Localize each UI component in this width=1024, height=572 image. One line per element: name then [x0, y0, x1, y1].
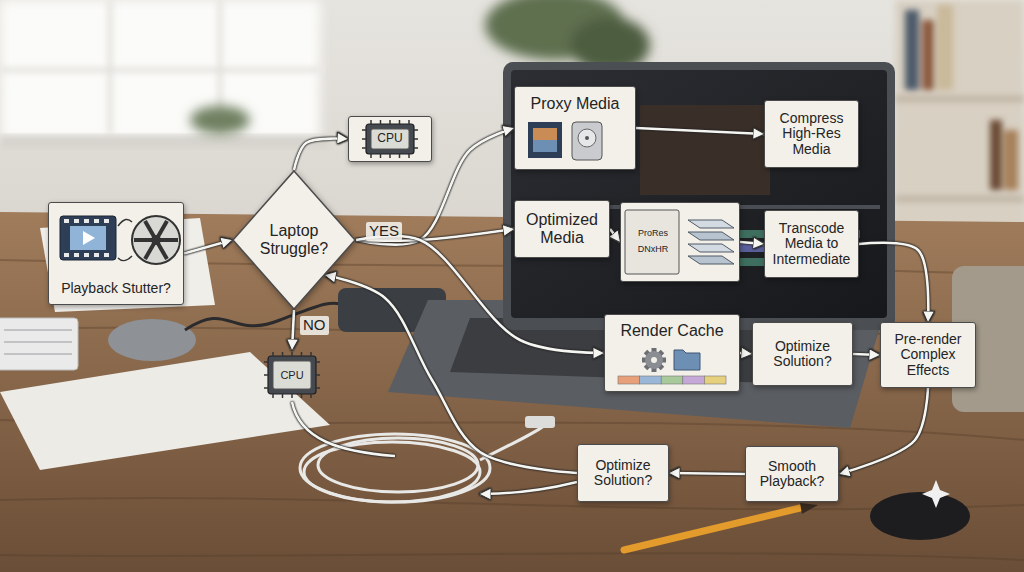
node-text: Pre-render Complex Effects	[885, 332, 971, 378]
connector-line	[356, 128, 514, 245]
node-text: Smooth Playback?	[750, 459, 834, 490]
connector-line	[184, 240, 232, 254]
text-block: Playback Stutter?	[55, 281, 177, 296]
process-box: Render Cache	[604, 314, 740, 392]
flow-arrow	[636, 128, 764, 134]
node-text: Render Cache	[620, 322, 723, 340]
process-box: Proxy Media	[514, 86, 636, 170]
node-icon	[60, 216, 180, 264]
mouse	[108, 319, 196, 361]
flow-arrow	[292, 310, 294, 350]
sparkle	[922, 480, 950, 508]
stray-line	[292, 402, 395, 456]
process-box: Compress High-Res Media	[764, 100, 859, 168]
text-block: Proxy Media	[521, 95, 629, 113]
node-icon	[362, 120, 418, 158]
window-frame	[0, 0, 320, 135]
node-icon	[264, 352, 320, 398]
flow-arrow	[740, 353, 752, 354]
stray-arrow	[480, 482, 577, 494]
node-icon	[233, 171, 355, 309]
node-graphic	[620, 202, 738, 280]
keyboard-keys	[4, 330, 72, 354]
node-text: CPU	[377, 132, 402, 145]
connector-line	[740, 242, 764, 244]
connector-line	[853, 354, 880, 355]
flow-arrow	[859, 243, 928, 322]
process-box: Pre-render Complex Effects	[880, 322, 976, 388]
node-text: Laptop Struggle?	[254, 222, 334, 257]
cpu-box: CPU	[348, 116, 432, 162]
decision-diamond: Laptop Struggle?	[232, 170, 356, 310]
node-text: Proxy Media	[531, 95, 620, 113]
node-text: Optimize Solution?	[757, 339, 848, 370]
cable-plug	[525, 416, 555, 428]
text-block: Optimized Media	[519, 211, 605, 246]
text-block: Pre-render Complex Effects	[885, 332, 971, 378]
flow-arrow	[184, 240, 232, 254]
laptop-lid	[503, 62, 895, 330]
books	[895, 5, 1024, 202]
decision-box: Optimize Solution?	[577, 444, 669, 502]
decision-box: Smooth Playback?	[745, 446, 839, 502]
text-block: Render Cache	[611, 322, 733, 340]
text-block: Transcode Media to Intermediate	[769, 221, 854, 267]
node-icon	[625, 210, 734, 274]
connector-line	[610, 229, 620, 242]
shelf	[895, 0, 1024, 250]
flow-arrow	[669, 473, 745, 474]
pencil	[624, 508, 800, 550]
node-text: Playback Stutter?	[61, 281, 171, 296]
connector-line	[294, 139, 348, 170]
connector-line	[740, 353, 752, 354]
flow-arrow	[610, 229, 620, 242]
text-block: Compress High-Res Media	[769, 111, 854, 157]
flow-arrow	[356, 128, 514, 245]
node-text: Optimized Media	[519, 211, 605, 246]
text-block: CPU	[266, 369, 318, 381]
text-block: Optimize Solution?	[582, 458, 664, 489]
branch-label: YES	[366, 222, 402, 241]
connector-line	[859, 243, 928, 322]
window-sill	[0, 135, 330, 149]
text-block: Optimize Solution?	[757, 339, 848, 370]
flow-arrow	[325, 275, 577, 473]
text-block: Laptop Struggle?	[254, 222, 334, 257]
connector-line	[669, 473, 745, 474]
pencil-tip	[800, 503, 818, 514]
codec-box: ProResDNxHR	[620, 202, 740, 282]
connector-line	[292, 310, 294, 350]
flow-arrow	[853, 354, 880, 355]
connector-line	[839, 388, 928, 474]
flow-arrow	[839, 388, 928, 474]
text-block: CPU	[353, 132, 427, 145]
node-text: CPU	[280, 369, 303, 381]
node-text: ProRes	[638, 229, 668, 239]
node-icon	[618, 348, 726, 384]
connectors	[184, 128, 928, 474]
window-light	[0, 0, 320, 140]
decision-box: Playback Stutter?	[48, 202, 184, 305]
connector-line	[636, 128, 764, 134]
process-box: Optimized Media	[514, 200, 610, 258]
node-text: Transcode Media to Intermediate	[769, 221, 854, 267]
flow-arrow	[740, 242, 764, 244]
process-box: Transcode Media to Intermediate	[764, 210, 859, 278]
connector-line	[325, 275, 577, 473]
puck	[870, 492, 970, 540]
decision-box: Optimize Solution?	[752, 322, 853, 386]
text-block: ProResDNxHR	[629, 229, 677, 255]
node-text: DNxHR	[638, 245, 669, 255]
keyboard	[0, 318, 78, 370]
cpu-chip: CPU	[262, 350, 322, 400]
laptop-screen	[511, 70, 887, 318]
text-block: Smooth Playback?	[750, 459, 834, 490]
flow-arrow	[294, 139, 348, 170]
node-text: Optimize Solution?	[582, 458, 664, 489]
branch-label: NO	[300, 316, 329, 335]
node-text: Compress High-Res Media	[769, 111, 854, 157]
node-icon	[528, 122, 602, 160]
